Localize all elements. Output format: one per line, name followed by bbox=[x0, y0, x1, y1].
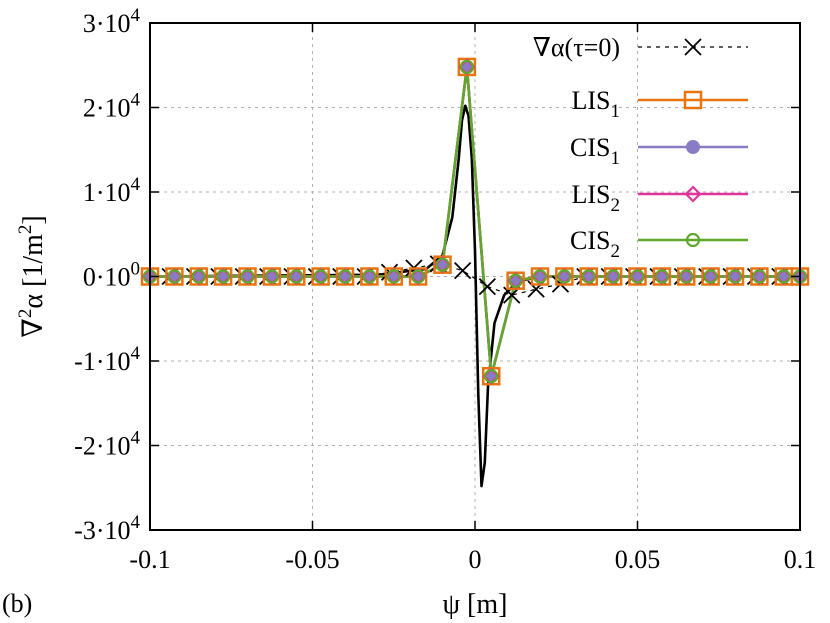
series-point-4 bbox=[216, 269, 231, 284]
x-mark-stroke bbox=[684, 38, 702, 56]
series-point-4 bbox=[313, 269, 328, 284]
series-point-4 bbox=[630, 269, 645, 284]
x-axis-label: ψ [m] bbox=[443, 589, 508, 620]
series-point-4 bbox=[508, 273, 523, 288]
series-point-4 bbox=[411, 269, 426, 284]
series-point-4 bbox=[386, 269, 401, 284]
series-point-4 bbox=[337, 269, 353, 284]
y-tick-label: -3·104 bbox=[74, 512, 140, 545]
series-point-4 bbox=[727, 269, 743, 284]
legend-item-1: LIS1 bbox=[572, 86, 748, 122]
legend-marker bbox=[686, 140, 700, 154]
series-point-4 bbox=[654, 269, 669, 284]
y-tick-label: 1·104 bbox=[83, 174, 141, 207]
legend-marker bbox=[684, 38, 702, 56]
y-tick-label: 2·104 bbox=[83, 90, 141, 123]
series-point-4 bbox=[435, 257, 450, 272]
panel-label: (b) bbox=[2, 589, 32, 618]
x-tick-label: 0.05 bbox=[615, 545, 661, 574]
series-point-4 bbox=[459, 59, 474, 75]
legend-label: LIS1 bbox=[572, 86, 621, 122]
series-point-4 bbox=[532, 269, 548, 284]
series-point-4 bbox=[776, 269, 791, 284]
series-point-0 bbox=[478, 278, 496, 296]
x-tick-label: -0.05 bbox=[285, 545, 339, 574]
y-tick-label: 3·104 bbox=[83, 5, 141, 38]
legend-marker bbox=[684, 185, 702, 203]
y-tick-label: -2·104 bbox=[74, 428, 140, 461]
series-point-4 bbox=[703, 269, 718, 284]
series-point-4 bbox=[362, 269, 377, 284]
series-point-4 bbox=[484, 369, 499, 384]
series-point-4 bbox=[191, 269, 206, 284]
legend-item-2: CIS1 bbox=[570, 133, 748, 169]
legend-label: ∇α(τ=0) bbox=[533, 33, 620, 62]
plot-markers bbox=[140, 57, 810, 386]
series-point-4 bbox=[240, 269, 255, 284]
legend-item-4: CIS2 bbox=[570, 226, 748, 262]
series-point-4 bbox=[167, 269, 182, 284]
y-axis-label: ∇2α [1/m2] bbox=[15, 215, 49, 337]
legend-label: LIS2 bbox=[572, 180, 621, 216]
legend-label: CIS1 bbox=[570, 133, 620, 169]
series-point-4 bbox=[289, 269, 304, 284]
series-line-4 bbox=[150, 65, 800, 378]
x-mark-stroke bbox=[478, 278, 496, 296]
legend-item-3: LIS2 bbox=[572, 180, 748, 216]
legend-item-0: ∇α(τ=0) bbox=[533, 33, 748, 62]
series-point-0 bbox=[454, 261, 472, 280]
x-tick-label: 0.1 bbox=[784, 545, 817, 574]
axis-ticks: -0.1 -0.05 0 0.05 0.1 3·104 2·104 1·104 0·100 -1·… bbox=[74, 5, 816, 574]
x-tick-label: -0.1 bbox=[129, 545, 170, 574]
series-point-4 bbox=[264, 269, 279, 284]
series-point-4 bbox=[557, 269, 572, 284]
y-axis-label-text: ∇2α [1/m2] bbox=[15, 215, 49, 337]
legend-label: CIS2 bbox=[570, 226, 620, 262]
x-mark-stroke bbox=[454, 261, 472, 280]
y-tick-label: 0·100 bbox=[83, 259, 140, 292]
legend-marker bbox=[683, 90, 703, 110]
series-point-4 bbox=[581, 269, 596, 284]
y-tick-label: -1·104 bbox=[74, 343, 140, 376]
x-tick-label: 0 bbox=[469, 545, 482, 574]
series-point-4 bbox=[606, 269, 621, 284]
series-point-4 bbox=[752, 269, 767, 284]
legend-marker bbox=[685, 232, 701, 248]
series-point-4 bbox=[679, 269, 694, 284]
plot-curves bbox=[149, 65, 800, 488]
